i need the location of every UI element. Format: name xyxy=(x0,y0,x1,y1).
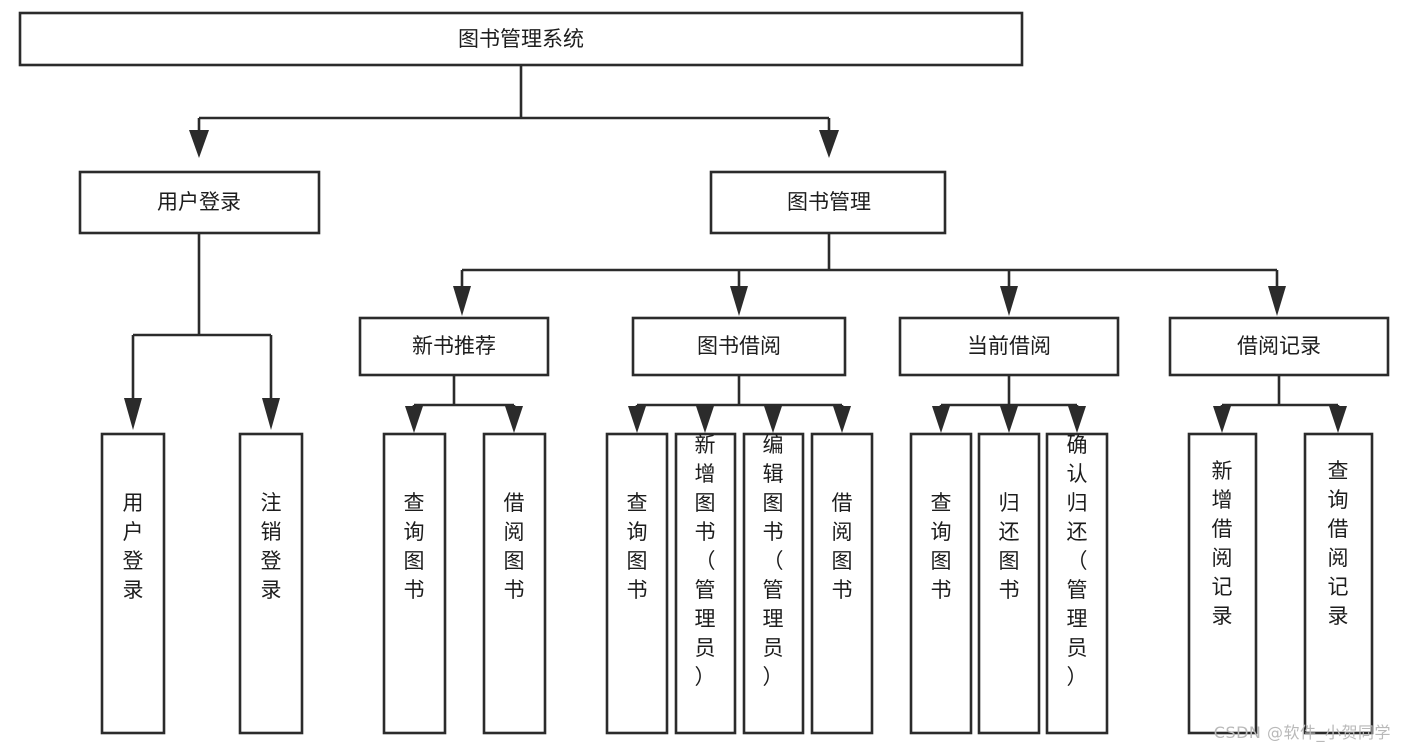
node-current-borrow[interactable]: 当前借阅 xyxy=(898,316,1120,377)
leaf-book-borrow-2[interactable]: 新增图书（管理员） xyxy=(674,432,737,735)
connector-layer xyxy=(124,65,1347,433)
leaf-book-borrow-1[interactable]: 查询图书 xyxy=(605,432,669,735)
arrow-book-to-record xyxy=(1268,286,1286,316)
leaf-current-borrow-1[interactable]: 查询图书 xyxy=(909,432,973,735)
leaf-label: 查询图书 xyxy=(931,491,952,602)
arrow-book-to-borrow xyxy=(730,286,748,316)
leaf-box[interactable] xyxy=(674,432,737,735)
new-book-recommend-box[interactable] xyxy=(358,316,550,377)
current-borrow-box[interactable] xyxy=(898,316,1120,377)
leaf-book-borrow-4[interactable]: 借阅图书 xyxy=(810,432,874,735)
arrow-current-leaf-3 xyxy=(1068,406,1086,433)
leaf-box[interactable] xyxy=(605,432,669,735)
book-management-label: 图书管理 xyxy=(787,190,871,214)
leaf-label: 借阅图书 xyxy=(832,491,853,602)
root-box[interactable] xyxy=(18,11,1024,67)
arrow-newbook-leaf-2 xyxy=(505,406,523,433)
leaf-borrow-record-1[interactable]: 新增借阅记录 xyxy=(1187,432,1258,735)
arrow-current-leaf-2 xyxy=(1000,406,1018,433)
arrow-record-leaf-2 xyxy=(1329,406,1347,433)
arrow-book-to-newbook xyxy=(453,286,471,316)
leaf-box[interactable] xyxy=(909,432,973,735)
book-management-box[interactable] xyxy=(709,170,947,235)
arrow-borrow-leaf-2 xyxy=(696,406,714,433)
leaf-box[interactable] xyxy=(742,432,805,735)
leaf-user-login-1[interactable]: 用户登录 xyxy=(100,432,166,735)
arrow-user-leaf-2 xyxy=(262,398,280,430)
leaf-box[interactable] xyxy=(977,432,1041,735)
leaf-label: 用户登录 xyxy=(123,491,144,602)
leaf-label: 新增借阅记录 xyxy=(1212,459,1233,628)
leaf-box[interactable] xyxy=(482,432,547,735)
arrow-root-to-book xyxy=(819,130,839,158)
arrow-book-to-current xyxy=(1000,286,1018,316)
arrow-root-to-user xyxy=(189,130,209,158)
leaf-label: 编辑图书（管理员） xyxy=(763,433,784,689)
leaf-box[interactable] xyxy=(238,432,304,735)
leaf-current-borrow-3[interactable]: 确认归还（管理员） xyxy=(1045,432,1109,735)
node-book-management[interactable]: 图书管理 xyxy=(709,170,947,235)
node-borrow-record[interactable]: 借阅记录 xyxy=(1168,316,1390,377)
leaf-new-book-2[interactable]: 借阅图书 xyxy=(482,432,547,735)
leaf-box[interactable] xyxy=(810,432,874,735)
user-login-label: 用户登录 xyxy=(157,190,241,214)
book-borrow-label: 图书借阅 xyxy=(697,334,781,358)
node-book-borrow[interactable]: 图书借阅 xyxy=(631,316,847,377)
arrow-newbook-leaf-1 xyxy=(405,406,423,433)
borrow-record-label: 借阅记录 xyxy=(1237,334,1321,358)
leaf-borrow-record-2[interactable]: 查询借阅记录 xyxy=(1303,432,1374,735)
book-borrow-box[interactable] xyxy=(631,316,847,377)
user-login-box[interactable] xyxy=(78,170,321,235)
arrow-borrow-leaf-1 xyxy=(628,406,646,433)
leaf-box[interactable] xyxy=(1187,432,1258,735)
node-root[interactable]: 图书管理系统 xyxy=(18,11,1024,67)
arrow-user-leaf-1 xyxy=(124,398,142,430)
leaf-label: 查询图书 xyxy=(627,491,648,602)
leaf-label: 新增图书（管理员） xyxy=(695,433,716,689)
leaf-label: 借阅图书 xyxy=(504,491,525,602)
root-label: 图书管理系统 xyxy=(458,27,584,51)
current-borrow-label: 当前借阅 xyxy=(967,334,1051,358)
leaf-box[interactable] xyxy=(382,432,447,735)
leaf-label: 查询借阅记录 xyxy=(1328,459,1349,628)
node-user-login[interactable]: 用户登录 xyxy=(78,170,321,235)
leaf-label: 查询图书 xyxy=(404,491,425,602)
new-book-recommend-label: 新书推荐 xyxy=(412,334,496,358)
leaf-box[interactable] xyxy=(100,432,166,735)
arrow-borrow-leaf-4 xyxy=(833,406,851,433)
leaf-box[interactable] xyxy=(1303,432,1374,735)
leaf-box[interactable] xyxy=(1045,432,1109,735)
leaf-new-book-1[interactable]: 查询图书 xyxy=(382,432,447,735)
node-new-book-recommend[interactable]: 新书推荐 xyxy=(358,316,550,377)
leaf-user-login-2[interactable]: 注销登录 xyxy=(238,432,304,735)
arrow-current-leaf-1 xyxy=(932,406,950,433)
borrow-record-box[interactable] xyxy=(1168,316,1390,377)
leaf-current-borrow-2[interactable]: 归还图书 xyxy=(977,432,1041,735)
leaf-label: 归还图书 xyxy=(999,491,1020,602)
leaf-label: 确认归还（管理员） xyxy=(1067,433,1088,689)
arrow-record-leaf-1 xyxy=(1213,406,1231,433)
arrow-borrow-leaf-3 xyxy=(764,406,782,433)
leaf-book-borrow-3[interactable]: 编辑图书（管理员） xyxy=(742,432,805,735)
leaf-label: 注销登录 xyxy=(261,491,282,602)
